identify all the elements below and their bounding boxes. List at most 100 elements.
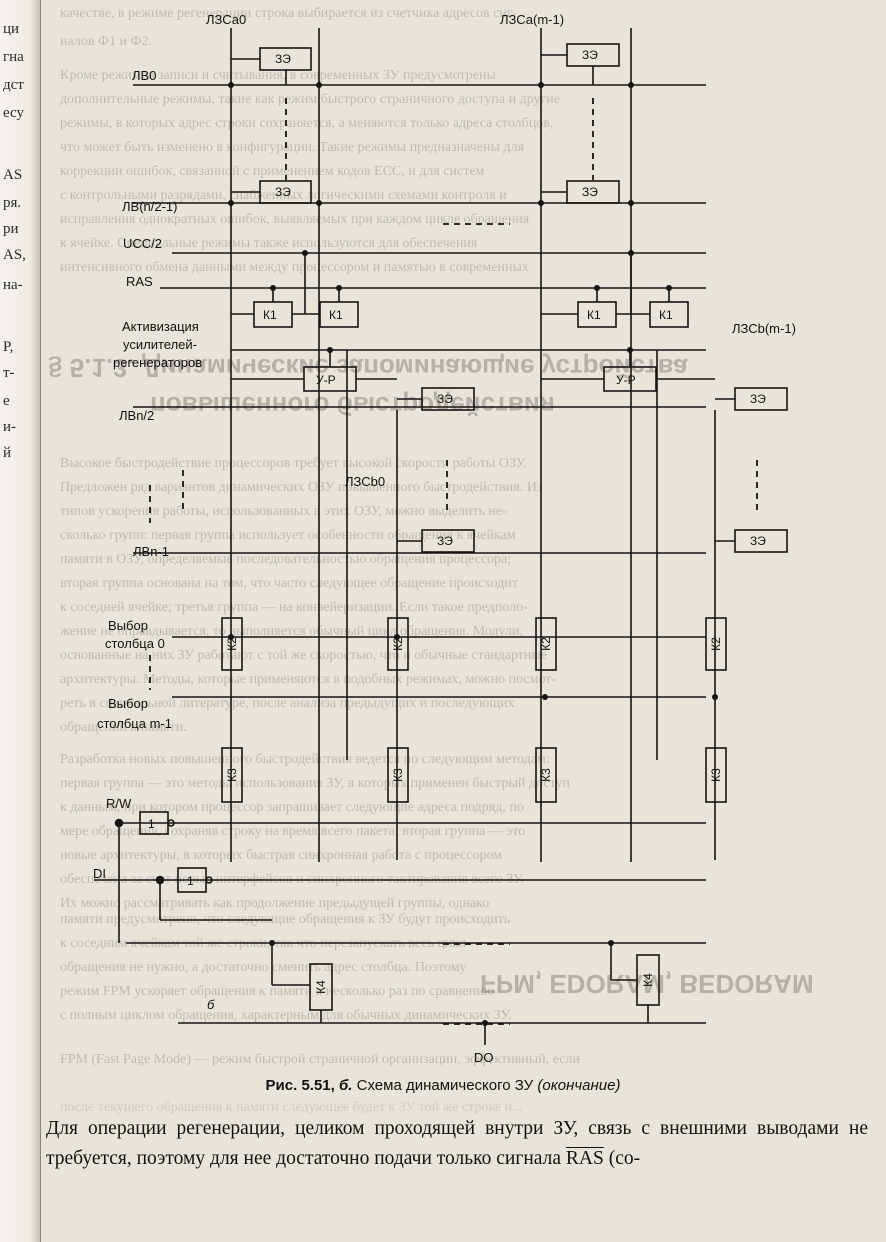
show-through-line: коррекции ошибок, связанной с применение… xyxy=(60,164,485,179)
block-label: 1 xyxy=(148,817,155,831)
label-do: DO xyxy=(474,1050,494,1065)
block-label: К3 xyxy=(391,768,405,782)
margin-fragment: дст xyxy=(3,77,24,93)
show-through-line: памяти предусмотрено, что следующие обра… xyxy=(60,912,511,927)
show-through-line: дополнительные режимы, такие как режим б… xyxy=(60,92,560,107)
continuation-dashes xyxy=(149,98,758,1025)
label-col-select-0: Выбор xyxy=(108,618,148,633)
show-through-line: Разработка новых повышенного быстродейст… xyxy=(60,752,550,767)
block-label: ЗЭ xyxy=(750,392,766,406)
body-text: Для операции регенерации, целиком проход… xyxy=(46,1118,868,1169)
ras-signal: RAS xyxy=(565,1148,604,1169)
block-label: ЗЭ xyxy=(275,185,291,199)
margin-fragment: е xyxy=(3,393,10,409)
neighbor-page-edge: ци гна дст есу AS ря. ри AS, на- P, т- е… xyxy=(0,0,41,1242)
label-rw: R/W xyxy=(106,796,132,811)
figure-caption: Рис. 5.51, б. Схема динамического ЗУ (ок… xyxy=(0,1077,886,1094)
block-label: ЗЭ xyxy=(750,534,766,548)
block-label: ЗЭ xyxy=(582,48,598,62)
inverter-bubble xyxy=(167,819,175,827)
block-label: К2 xyxy=(709,637,723,651)
bit-lines xyxy=(230,28,716,862)
block-label: К1 xyxy=(587,308,601,322)
show-through-text: качестве, в режиме регенерации строка вы… xyxy=(40,0,886,1242)
show-through-line: качестве, в режиме регенерации строка вы… xyxy=(60,6,518,21)
show-through-line: вторая группа основана на том, что часто… xyxy=(60,576,518,591)
label-lzs-a0: ЛЗСа0 xyxy=(206,12,246,27)
show-through-line: к ячейке. Специальные режимы также испол… xyxy=(60,236,478,251)
show-through-line: мере обращения, сохраняя строку на время… xyxy=(60,824,526,839)
show-through-line: исправления однократных ошибок, выявляем… xyxy=(60,212,530,227)
show-through-line: памяти в ОЗУ, определяемые последователь… xyxy=(60,552,512,567)
show-through-line: обращений к памяти. xyxy=(60,720,187,735)
show-through-line: сколько групп: первая группа использует … xyxy=(60,528,516,543)
caption-number: Рис. 5.51, xyxy=(265,1077,335,1094)
margin-fragment: AS, xyxy=(3,247,26,263)
switch-k3 xyxy=(387,747,409,803)
switch-k2 xyxy=(535,617,557,671)
show-through-line: Их можно рассматривать как продолжение п… xyxy=(60,896,490,911)
margin-fragment: и- xyxy=(3,419,17,435)
show-through-line: обращения не нужно, а достаточно сменить… xyxy=(60,960,467,975)
show-through-line: к соседней ячейке; третья группа — на ко… xyxy=(60,600,528,615)
show-through-line: основанные на них ЗУ работают с той же с… xyxy=(60,648,548,663)
label-ras: RAS xyxy=(126,274,153,289)
label-lv-n2: ЛВn/2 xyxy=(119,408,154,423)
switch-k2 xyxy=(705,617,727,671)
caption-letter: б. xyxy=(338,1077,353,1094)
storage-elements xyxy=(231,43,788,553)
show-through-line: новые архитектуры, в которых быстрая син… xyxy=(60,848,503,863)
word-lines xyxy=(94,84,706,1024)
block-label: 1 xyxy=(187,874,194,888)
block-label: ЗЭ xyxy=(582,185,598,199)
block-label: У-Р xyxy=(316,373,336,387)
show-through-line: после текущего обращения к памяти следую… xyxy=(60,1100,523,1115)
show-through-line: Предложен ряд вариантов динамических ОЗУ… xyxy=(60,480,543,495)
switch-k2 xyxy=(387,617,409,671)
show-through-line: Высокое быстродействие процессоров требу… xyxy=(60,456,527,471)
margin-fragment: ри xyxy=(3,221,19,237)
block-label: К3 xyxy=(225,768,239,782)
body-paragraph: Для операции регенерации, целиком проход… xyxy=(46,1114,868,1174)
block-label: К1 xyxy=(659,308,673,322)
input-gates xyxy=(114,811,272,943)
block-label: ЗЭ xyxy=(437,534,453,548)
show-through-line: интенсивного обмена данными между процес… xyxy=(60,260,529,275)
block-label: К1 xyxy=(329,308,343,322)
margin-fragment: й xyxy=(3,445,12,461)
show-through-line: FPM (Fast Page Mode) — режим быстрой стр… xyxy=(60,1052,580,1067)
show-through-line: к данным, при котором процессор запрашив… xyxy=(60,800,524,815)
inverter-bubble xyxy=(205,876,213,884)
block-label: ЗЭ xyxy=(437,392,453,406)
margin-fragment: P, xyxy=(3,339,14,355)
margin-fragment: ря. xyxy=(3,195,22,211)
label-lzs-bm1: ЛЗСb(m-1) xyxy=(732,321,796,336)
block-label: К4 xyxy=(641,973,655,987)
show-through-line: реть в специальной литературе, после ана… xyxy=(60,696,515,711)
block-label: К2 xyxy=(225,637,239,651)
show-through-line: режим FPM ускоряет обращения к памяти в … xyxy=(60,984,495,999)
switch-k3 xyxy=(221,747,243,803)
label-col-select-0: столбца 0 xyxy=(105,636,165,651)
label-di: DI xyxy=(93,866,106,881)
label-lv0: ЛВ0 xyxy=(132,68,156,83)
margin-fragment: на- xyxy=(3,277,23,293)
show-through-line: архитектуры. Методы, которые применяются… xyxy=(60,672,557,687)
block-label: К1 xyxy=(263,308,277,322)
margin-fragment: т- xyxy=(3,365,15,381)
precharge-switches xyxy=(231,253,689,328)
switch-k3 xyxy=(535,747,557,803)
show-through-line: налов Ф1 и Ф2. xyxy=(60,34,153,49)
margin-fragment: ци xyxy=(3,21,20,37)
block-label: К4 xyxy=(314,980,328,994)
caption-suffix: (окончание) xyxy=(537,1077,621,1094)
label-activation: регенераторов xyxy=(113,355,202,370)
show-through-line: жение не оправдывается, то выполняется о… xyxy=(60,624,523,639)
label-lzs-am1: ЛЗСа(m-1) xyxy=(500,12,564,27)
block-label: К3 xyxy=(539,768,553,782)
show-through-line: Кроме режимов записи и считывания, в сов… xyxy=(60,68,496,83)
block-label: ЗЭ xyxy=(275,52,291,66)
label-col-select-m1: столбца m-1 xyxy=(97,716,172,731)
label-col-select-m1: Выбор xyxy=(108,696,148,711)
